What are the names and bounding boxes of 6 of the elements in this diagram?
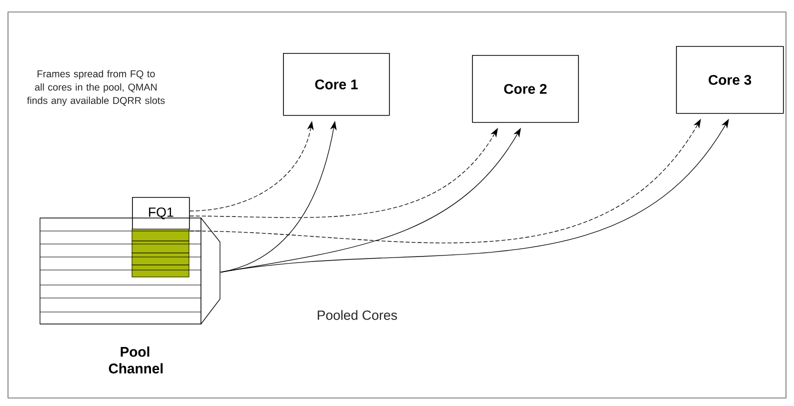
core-box: Core 1 <box>283 53 390 116</box>
node-label: Pool Channel <box>108 346 163 374</box>
group-label: Pooled Cores <box>318 310 397 320</box>
note-text: Frames spread from FQ to all cores in the pool, QMAN finds any available DQRR slots <box>27 70 165 106</box>
core-box: Core 2 <box>472 55 579 123</box>
core-box: Core 3 <box>676 46 784 114</box>
